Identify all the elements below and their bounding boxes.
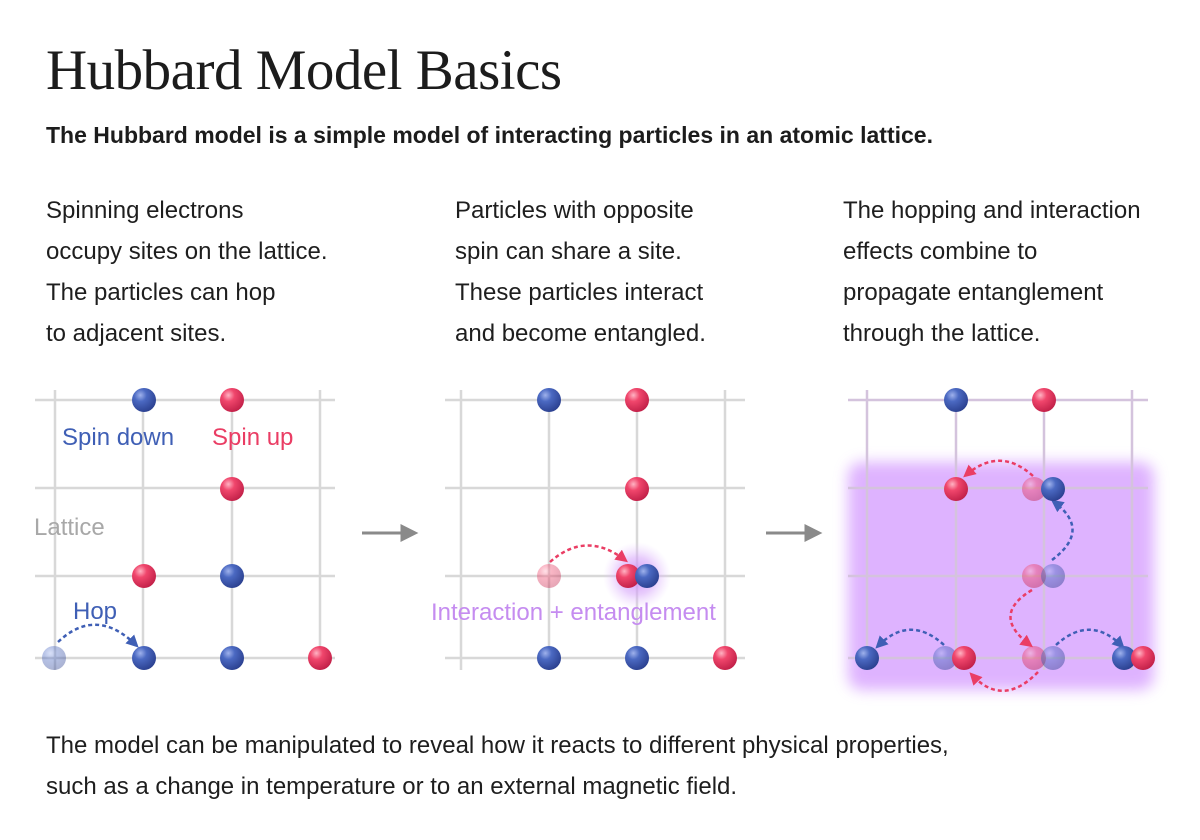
spin-down-particle	[220, 646, 244, 670]
panel-1-line: to adjacent sites.	[46, 320, 227, 347]
spin-down-particle	[132, 646, 156, 670]
spin-down-label: Spin down	[62, 424, 174, 451]
panel-1-line: Spinning electrons	[46, 197, 244, 224]
interaction-label: Interaction + entanglement	[431, 599, 716, 626]
spin-up-particle	[220, 477, 244, 501]
spin-up-particle	[625, 477, 649, 501]
lattice-label: Lattice	[34, 514, 105, 541]
spin-up-label: Spin up	[212, 424, 293, 451]
panel-2-description: Particles with opposite spin can share a…	[455, 190, 706, 354]
panel-1-line: occupy sites on the lattice.	[46, 238, 328, 265]
spin-down-particle	[1041, 477, 1065, 501]
panel-3-line: effects combine to	[843, 238, 1038, 265]
spin-down-particle	[944, 388, 968, 412]
propagation-arrow	[963, 459, 1034, 478]
spin-down-particle	[1112, 646, 1136, 670]
panel-2-line: Particles with opposite	[455, 197, 694, 224]
faded-spin-up-particle	[1022, 477, 1046, 501]
spin-up-particle	[952, 646, 976, 670]
panel-3-arrows	[875, 459, 1125, 692]
spin-up-particle	[625, 388, 649, 412]
panel-1-lattice	[35, 390, 335, 670]
footer-line: The model can be manipulated to reveal h…	[46, 732, 949, 759]
spin-down-particle	[537, 388, 561, 412]
page-title: Hubbard Model Basics	[46, 39, 562, 102]
spin-down-particle	[855, 646, 879, 670]
page-subtitle: The Hubbard model is a simple model of i…	[46, 122, 933, 148]
faded-spin-down-particle	[1041, 564, 1065, 588]
interaction-arrow	[549, 544, 628, 563]
faded-spin-down-particle	[933, 646, 957, 670]
spin-down-particle	[132, 388, 156, 412]
spin-down-particle	[537, 646, 561, 670]
panel-3-line: propagate entanglement	[843, 279, 1104, 306]
hop-label: Hop	[73, 598, 117, 625]
footer-text: The model can be manipulated to reveal h…	[46, 725, 949, 807]
faded-spin-up-particle	[1022, 564, 1046, 588]
spin-up-particle	[1131, 646, 1155, 670]
propagation-arrow	[1009, 588, 1033, 648]
spin-up-particle	[132, 564, 156, 588]
spin-up-particle	[713, 646, 737, 670]
propagation-arrow	[875, 628, 945, 649]
panel-3-line: The hopping and interaction	[843, 197, 1141, 224]
panel-2-line: and become entangled.	[455, 320, 706, 347]
panel-3-description: The hopping and interaction effects comb…	[843, 190, 1141, 354]
panel-2-line: spin can share a site.	[455, 238, 682, 265]
spin-up-particle	[220, 388, 244, 412]
spin-up-particle	[944, 477, 968, 501]
faded-spin-up-particle	[537, 564, 561, 588]
panel-1-line: The particles can hop	[46, 279, 276, 306]
spin-up-particle	[308, 646, 332, 670]
panel-2-lattice	[445, 390, 745, 670]
propagation-arrow	[969, 671, 1039, 692]
spin-down-particle	[635, 564, 659, 588]
panel-2-line: These particles interact	[455, 279, 704, 306]
faded-spin-down-particle	[1041, 646, 1065, 670]
panel-3-lattice	[848, 390, 1148, 670]
spin-down-particle	[625, 646, 649, 670]
spin-up-particle	[616, 564, 640, 588]
faded-spin-down-particle	[42, 646, 66, 670]
hop-arrow	[57, 623, 139, 648]
spin-up-particle	[1032, 388, 1056, 412]
faded-spin-up-particle	[1022, 646, 1046, 670]
panel-1-description: Spinning electrons occupy sites on the l…	[46, 190, 327, 354]
spin-down-particle	[220, 564, 244, 588]
panel-3-line: through the lattice.	[843, 320, 1041, 347]
footer-line: such as a change in temperature or to an…	[46, 773, 738, 800]
propagation-arrow	[1050, 499, 1074, 561]
propagation-arrow	[1055, 628, 1125, 649]
